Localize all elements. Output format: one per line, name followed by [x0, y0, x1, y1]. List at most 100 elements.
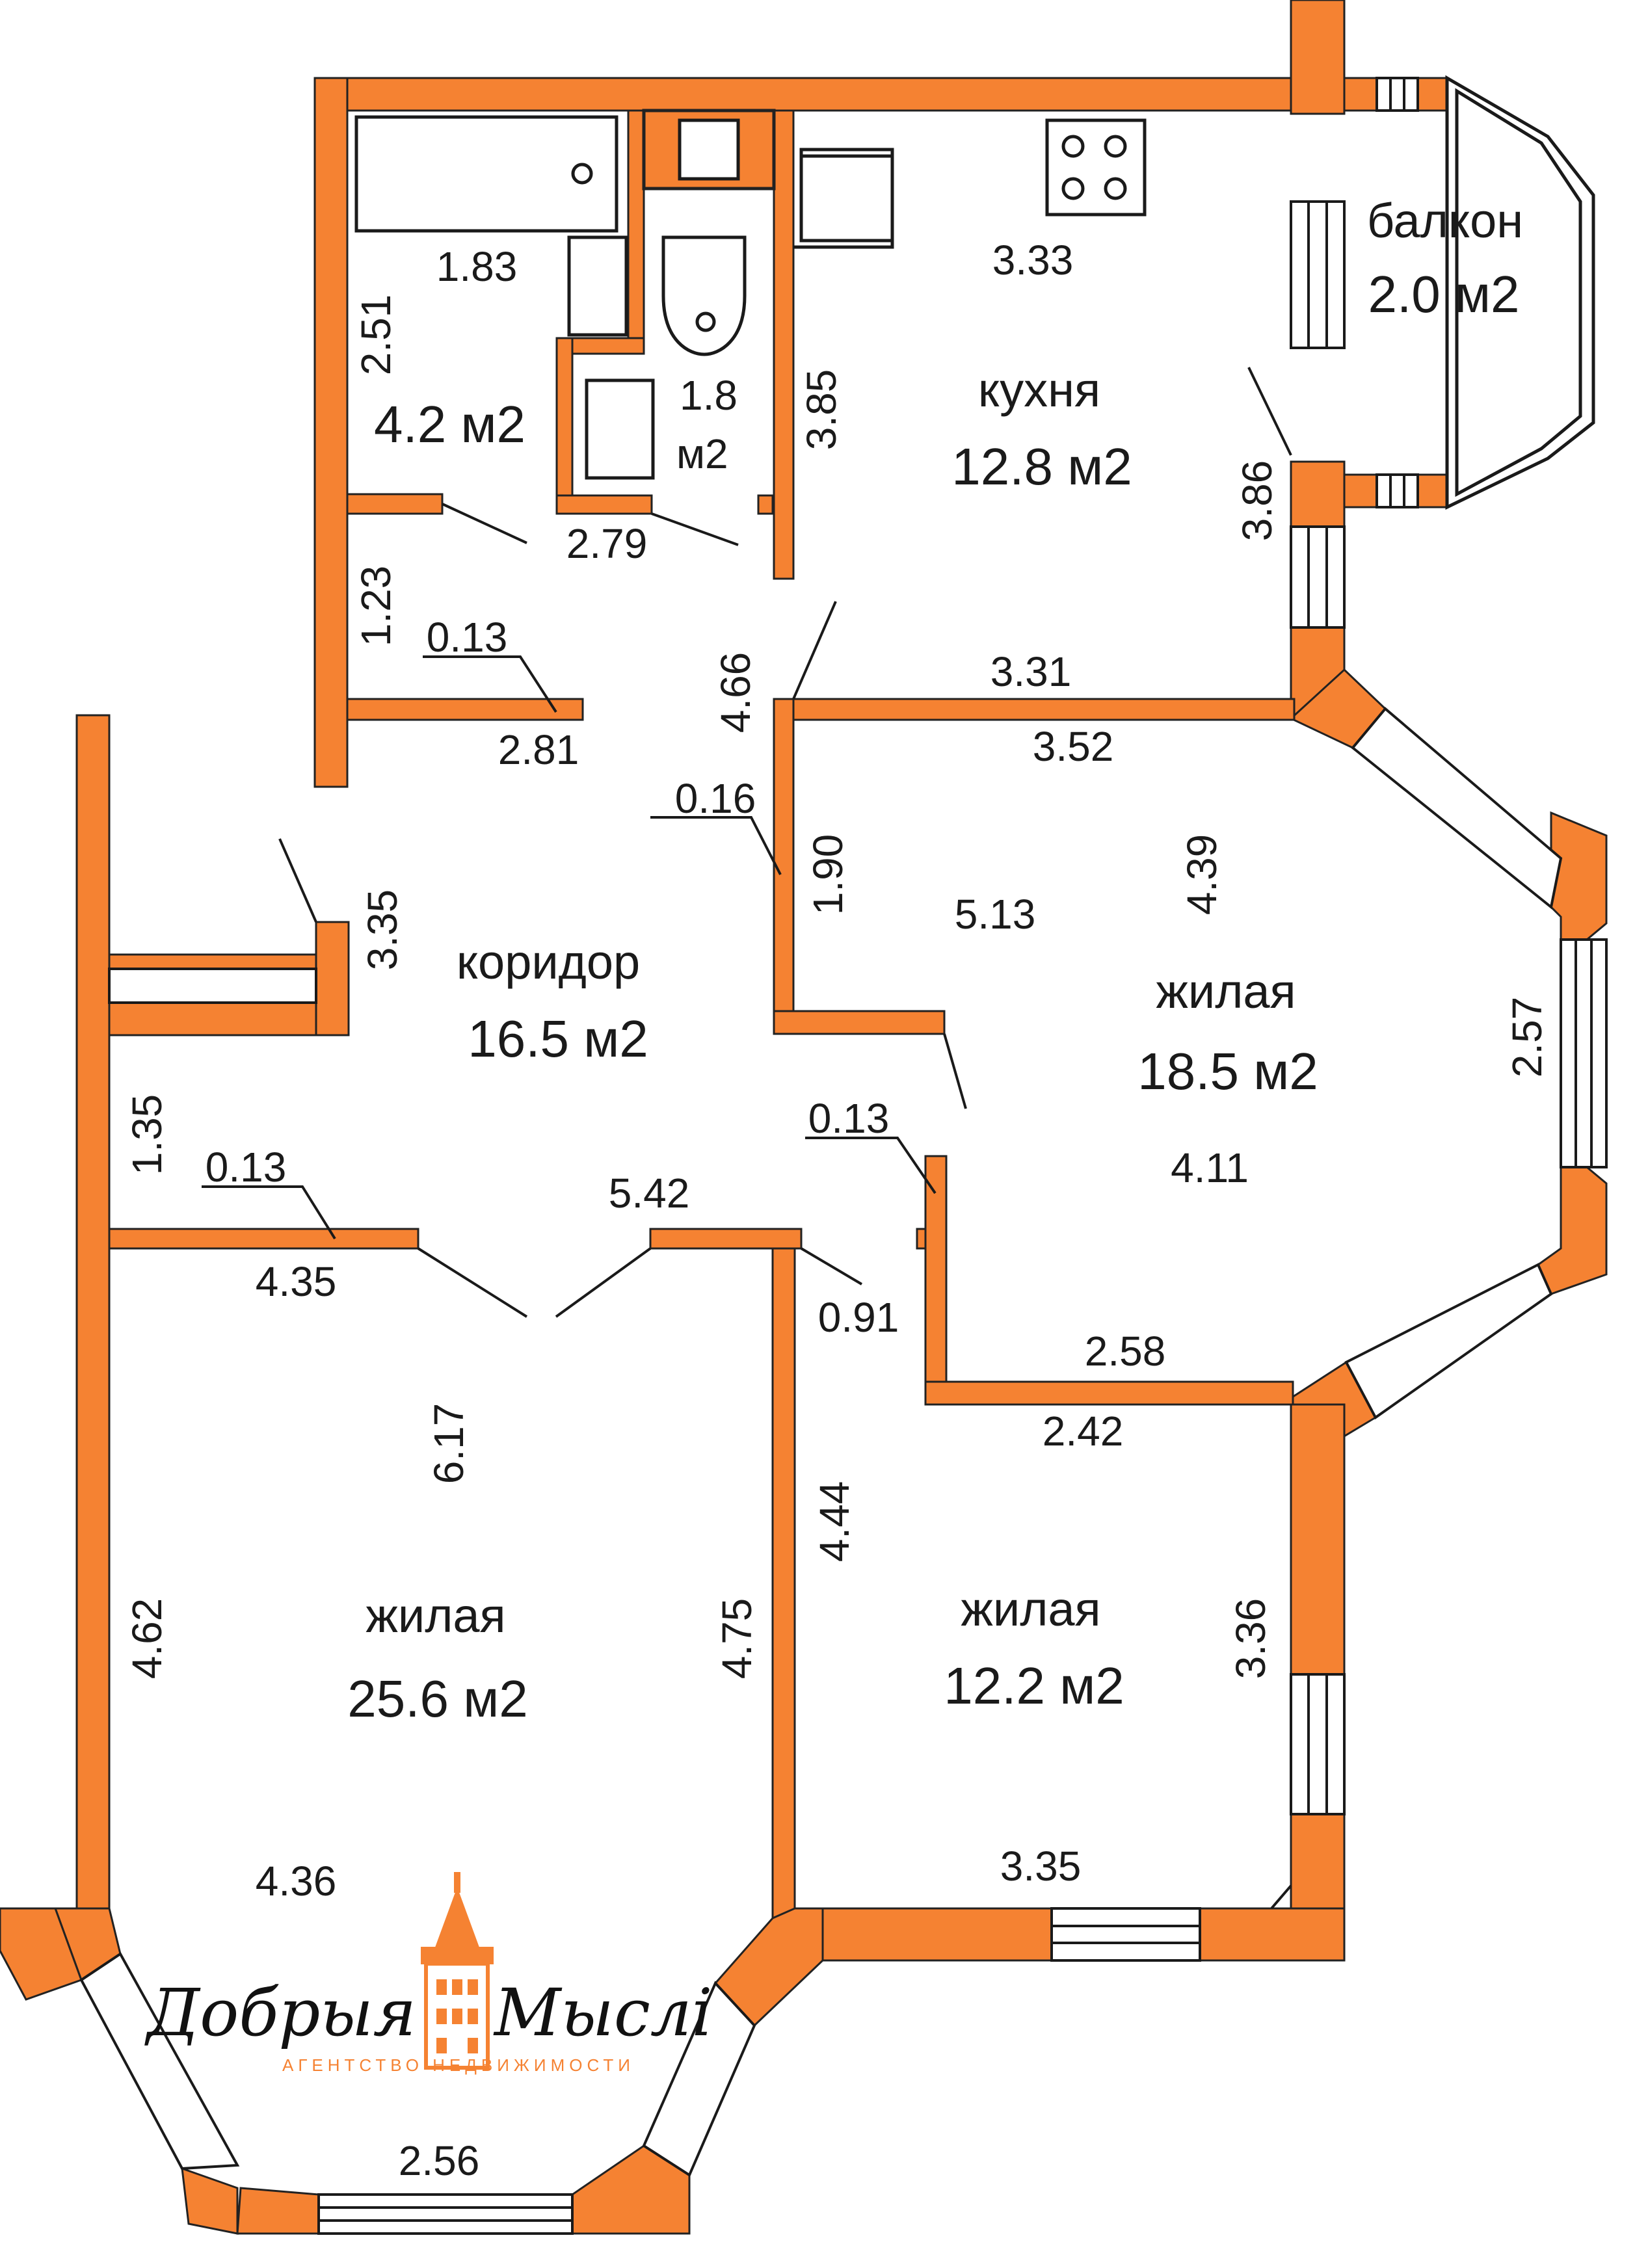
wall [108, 953, 317, 970]
wall [1343, 77, 1378, 112]
toilet [661, 235, 747, 356]
wall [793, 1907, 1053, 1962]
door-swing [651, 512, 739, 546]
dim-label: 1.35 [124, 1094, 170, 1176]
window [642, 1981, 756, 2177]
dimension-labels: 1.83 2.51 2.79 3.33 3.85 3.86 1.23 0.13 … [124, 237, 1550, 2184]
wall [916, 1228, 927, 1250]
wall [649, 1228, 803, 1250]
dim-label: 3.85 [798, 369, 845, 451]
wall [236, 2187, 320, 2235]
leader [650, 816, 782, 875]
wall [313, 77, 1301, 112]
door-swing [555, 1247, 652, 1318]
dim-label: 2.56 [399, 2137, 480, 2184]
tower-spire [454, 1872, 460, 1893]
balcony-outline [1445, 75, 1595, 510]
stove-burner [1061, 177, 1085, 200]
window [1376, 77, 1419, 112]
window [79, 1952, 240, 2170]
living-1-area: 18.5 м2 [1137, 1042, 1318, 1100]
dim-label: 3.31 [990, 648, 1072, 695]
bathtub [354, 115, 618, 233]
kitchen-name: кухня [978, 363, 1100, 417]
door-swing [442, 503, 527, 544]
wall [1537, 1166, 1608, 1295]
wall [315, 921, 350, 1036]
dim-label: 5.13 [955, 891, 1036, 938]
wall [313, 77, 349, 788]
dim-label: 0.91 [818, 1294, 899, 1341]
wall [1290, 460, 1346, 528]
door-swing [800, 1247, 863, 1286]
window [1290, 200, 1346, 349]
dim-label: 5.42 [609, 1170, 690, 1217]
tower-window [436, 1979, 447, 1995]
dim-label: 4.36 [256, 1858, 337, 1905]
door-swing [278, 838, 317, 923]
door-swing [417, 1247, 528, 1318]
window [317, 2193, 574, 2235]
stove-burner [1104, 135, 1127, 158]
balcony-name: балкон [1367, 194, 1523, 248]
wall [1343, 473, 1378, 508]
wall [757, 494, 774, 515]
wall [924, 1380, 1294, 1406]
tower-window [468, 2009, 478, 2024]
wall [1290, 0, 1346, 115]
door-swing [1247, 367, 1292, 456]
door-swing [792, 601, 837, 700]
dim-label: 0.16 [675, 775, 756, 822]
kitchen-sink [799, 154, 894, 243]
dim-label: 0.13 [427, 614, 508, 661]
dim-label: 3.86 [1234, 460, 1281, 542]
stove [1045, 118, 1147, 217]
toilet-drain [695, 311, 716, 332]
wall [108, 1228, 419, 1250]
corridor-name: коридор [457, 935, 640, 989]
tower-window [468, 1979, 478, 1995]
wall [1199, 1907, 1346, 1962]
dim-label: 1.23 [352, 566, 399, 647]
wall [924, 1155, 948, 1404]
walls [0, 0, 1608, 2235]
dim-label: 0.13 [206, 1144, 287, 1191]
leader [805, 1137, 937, 1194]
leader [202, 1185, 336, 1240]
counter [793, 148, 894, 249]
living-3-area: 12.2 м2 [944, 1657, 1124, 1715]
window [1351, 707, 1563, 910]
brand-right-word: Мыслі [493, 1975, 713, 2051]
wc-area-value: 1.8 [680, 372, 738, 419]
tower-window [452, 1979, 462, 1995]
tower-window [436, 2038, 447, 2053]
brand-logo: Добрыя Мыслі АГЕНТСТВО НЕДВИЖИМОСТИ [144, 1872, 713, 2075]
bathroom-area: 4.2 м2 [374, 395, 525, 453]
wall [627, 109, 645, 352]
living-2-name: жилая [366, 1589, 505, 1642]
wall [0, 1907, 83, 2001]
stove-burner [1061, 135, 1085, 158]
wc-area-unit: м2 [676, 430, 728, 477]
corridor-area: 16.5 м2 [468, 1010, 648, 1068]
dim-label: 3.33 [992, 237, 1074, 284]
window [1290, 525, 1346, 629]
door-swing [1270, 1884, 1292, 1910]
wall [771, 1247, 796, 1919]
wall [773, 698, 1296, 721]
dim-label: 4.75 [713, 1598, 760, 1680]
wall [1550, 811, 1608, 941]
balcony-outline [1455, 88, 1582, 497]
dim-label: 3.35 [359, 890, 406, 971]
dim-label: 4.11 [1171, 1144, 1249, 1191]
dim-label: 2.51 [352, 295, 399, 376]
living-3-name: жилая [961, 1582, 1100, 1636]
kitchen-area: 12.8 м2 [951, 438, 1132, 495]
leader [423, 655, 557, 713]
wall [75, 714, 111, 1923]
window [1344, 1263, 1553, 1419]
dim-label: 3.36 [1227, 1598, 1274, 1680]
dim-label: 3.52 [1033, 723, 1114, 770]
wall [555, 494, 653, 515]
